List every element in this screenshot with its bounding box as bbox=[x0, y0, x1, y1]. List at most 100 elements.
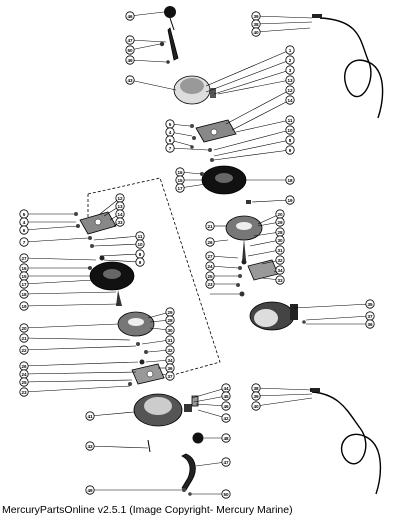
upper-distributor-cap bbox=[173, 75, 216, 105]
part-callout-label: 40 bbox=[253, 30, 259, 35]
part-callout-label: 6 bbox=[169, 138, 172, 143]
part-callout-11: 11 bbox=[135, 231, 145, 241]
part-callout-label: 50 bbox=[223, 492, 229, 497]
part-callout-label: 1 bbox=[289, 48, 292, 53]
part-callout-label: 17 bbox=[177, 186, 183, 191]
part-callout-11: 11 bbox=[285, 115, 295, 125]
part-callout-label: 39 bbox=[253, 394, 259, 399]
top-choke-knob bbox=[159, 6, 179, 64]
part-callout-38: 38 bbox=[251, 383, 261, 393]
part-callout-3: 3 bbox=[285, 65, 295, 75]
part-callout-30: 30 bbox=[165, 325, 175, 335]
part-callout-41: 41 bbox=[85, 411, 95, 421]
part-callout-4: 4 bbox=[19, 217, 29, 227]
part-callout-label: 23 bbox=[21, 390, 27, 395]
part-callout-25: 25 bbox=[205, 271, 215, 281]
part-callout-39: 39 bbox=[251, 391, 261, 401]
part-callout-label: 37 bbox=[167, 374, 173, 379]
part-callout-50: 50 bbox=[221, 489, 231, 499]
part-callout-40: 40 bbox=[251, 401, 261, 411]
part-callout-18: 18 bbox=[19, 289, 29, 299]
part-callout-label: 14 bbox=[287, 98, 293, 103]
part-callout-47: 47 bbox=[125, 35, 135, 45]
part-callout-label: 45 bbox=[223, 394, 229, 399]
part-callout-label: 4 bbox=[169, 130, 172, 135]
part-callout-26: 26 bbox=[205, 237, 215, 247]
part-callout-label: 31 bbox=[277, 248, 283, 253]
part-callout-28: 28 bbox=[165, 315, 175, 325]
part-callout-label: 5 bbox=[169, 122, 172, 127]
part-callout-39: 39 bbox=[251, 11, 261, 21]
part-callout-label: 20 bbox=[21, 326, 27, 331]
part-callout-label: 28 bbox=[167, 318, 173, 323]
part-callout-label: 11 bbox=[288, 118, 293, 123]
part-callout-label: 20 bbox=[277, 212, 283, 217]
right-stator-assembly bbox=[225, 215, 279, 297]
part-callout-label: 46 bbox=[127, 14, 133, 19]
part-callout-2: 2 bbox=[285, 55, 295, 65]
part-callout-label: 13 bbox=[287, 78, 293, 83]
part-callout-44: 44 bbox=[221, 383, 231, 393]
part-callout-label: 22 bbox=[21, 348, 27, 353]
leader-lines bbox=[23, 11, 371, 495]
part-callout-9: 9 bbox=[285, 145, 295, 155]
part-callout-label: 16 bbox=[21, 266, 27, 271]
part-callout-10: 10 bbox=[285, 125, 295, 135]
part-callout-label: 7 bbox=[169, 146, 172, 151]
part-callout-48: 48 bbox=[221, 433, 231, 443]
part-callout-12: 12 bbox=[285, 85, 295, 95]
part-callout-label: 11 bbox=[138, 234, 143, 239]
part-callout-8: 8 bbox=[135, 249, 145, 259]
part-callout-8: 8 bbox=[285, 135, 295, 145]
part-callout-29: 29 bbox=[275, 217, 285, 227]
part-callout-label: 13 bbox=[117, 204, 123, 209]
part-callout-label: 15 bbox=[21, 274, 27, 279]
part-callout-18: 18 bbox=[285, 175, 295, 185]
part-callout-32: 32 bbox=[165, 345, 175, 355]
right-ignition-coil bbox=[249, 301, 306, 331]
part-callout-36: 36 bbox=[365, 319, 375, 329]
part-callout-label: 34 bbox=[167, 358, 173, 363]
part-callout-label: 10 bbox=[287, 128, 293, 133]
part-callout-22: 22 bbox=[19, 345, 29, 355]
part-callout-label: 26 bbox=[207, 240, 213, 245]
part-callout-35: 35 bbox=[365, 299, 375, 309]
part-callout-label: 21 bbox=[207, 224, 213, 229]
part-callout-label: 43 bbox=[87, 444, 93, 449]
lower-distributor-cap bbox=[133, 393, 199, 453]
part-callout-14: 14 bbox=[285, 95, 295, 105]
part-callout-label: 18 bbox=[287, 178, 293, 183]
part-callout-16: 16 bbox=[175, 167, 185, 177]
part-callout-6: 6 bbox=[165, 135, 175, 145]
part-callout-label: 17 bbox=[21, 282, 27, 287]
part-callout-7: 7 bbox=[165, 143, 175, 153]
part-callout-label: 47 bbox=[127, 38, 133, 43]
part-callout-label: 29 bbox=[167, 310, 173, 315]
part-callout-label: 34 bbox=[277, 268, 283, 273]
part-callout-label: 6 bbox=[23, 228, 26, 233]
part-callout-38: 38 bbox=[251, 19, 261, 29]
part-callout-label: 36 bbox=[167, 366, 173, 371]
part-callout-32: 32 bbox=[275, 255, 285, 265]
upper-rotor bbox=[200, 165, 251, 204]
part-callout-label: 37 bbox=[367, 314, 373, 319]
part-callout-16: 16 bbox=[19, 263, 29, 273]
part-callout-23: 23 bbox=[19, 387, 29, 397]
part-callout-46: 46 bbox=[221, 401, 231, 411]
part-callout-20: 20 bbox=[19, 323, 29, 333]
part-callout-17: 17 bbox=[175, 183, 185, 193]
part-callout-13: 13 bbox=[285, 75, 295, 85]
part-callout-34: 34 bbox=[165, 355, 175, 365]
part-callout-label: 27 bbox=[21, 256, 27, 261]
part-callout-33: 33 bbox=[275, 275, 285, 285]
exploded-parts-diagram: 4639384047504912343131214546711108916151… bbox=[19, 6, 384, 499]
part-callout-20: 20 bbox=[275, 209, 285, 219]
left-upper-breaker-plate bbox=[74, 211, 117, 261]
top-wire-harness bbox=[312, 14, 384, 119]
part-callout-label: 32 bbox=[167, 348, 173, 353]
part-callout-label: 28 bbox=[277, 230, 283, 235]
part-callout-27: 27 bbox=[19, 253, 29, 263]
part-callout-21: 21 bbox=[19, 333, 29, 343]
upper-breaker-plate bbox=[190, 119, 237, 162]
